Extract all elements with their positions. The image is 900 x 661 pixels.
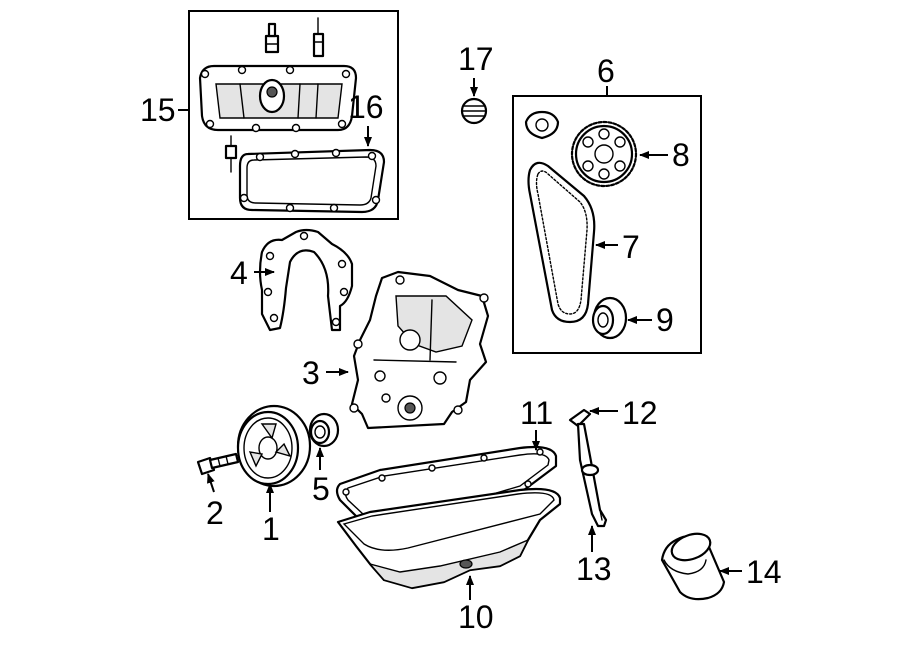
crankshaft-pulley-icon [236, 404, 312, 488]
callout-3: 3 [302, 355, 320, 391]
callout-11: 11 [520, 395, 553, 431]
oil-filler-cap-icon [460, 97, 488, 125]
oil-pan-icon [336, 487, 562, 590]
callout-15: 15 [140, 92, 176, 128]
callout-6: 6 [597, 53, 615, 89]
callout-17: 17 [458, 41, 494, 77]
seal-plate-icon [524, 110, 560, 140]
callout-14: 14 [746, 554, 782, 590]
pulley-bolt-icon [196, 452, 240, 476]
stud-bolt-icon [264, 22, 280, 54]
sensor-icon [312, 17, 325, 58]
dipstick-icon [568, 408, 608, 528]
valve-cover-gasket-icon [238, 148, 386, 214]
callout-1: 1 [262, 511, 280, 547]
callout-7: 7 [622, 229, 640, 265]
callout-12: 12 [622, 395, 658, 431]
timing-cover-gasket-icon [258, 228, 354, 332]
leader-2 [207, 473, 215, 493]
sensor-small-icon [224, 135, 238, 173]
callout-9: 9 [656, 302, 674, 338]
timing-belt-icon [527, 161, 596, 324]
valve-cover-group-box [188, 10, 399, 220]
callout-5: 5 [312, 471, 330, 507]
camshaft-sprocket-icon [570, 120, 638, 188]
valve-cover-icon [198, 64, 358, 133]
callout-4: 4 [230, 255, 248, 291]
callout-8: 8 [672, 137, 690, 173]
oil-filter-icon [660, 532, 726, 601]
front-seal-icon [308, 412, 340, 448]
crankshaft-sprocket-icon [591, 296, 628, 340]
timing-cover-icon [349, 270, 490, 430]
callout-2: 2 [206, 495, 224, 531]
callout-16: 16 [348, 89, 384, 125]
callout-10: 10 [458, 599, 494, 635]
callout-13: 13 [576, 551, 612, 587]
